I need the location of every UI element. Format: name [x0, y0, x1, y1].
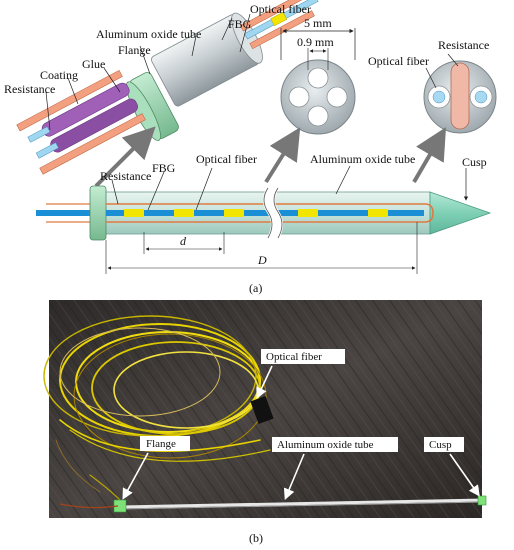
- panel-a: Optical fiber FBG Aluminum oxide tube Fl…: [4, 0, 497, 295]
- label-dim-09mm: 0.9 mm: [297, 35, 334, 49]
- caption-a: (a): [249, 281, 262, 295]
- arrow-flange: [122, 452, 149, 500]
- photo-label-box-cusp: [424, 437, 464, 452]
- label-aluminum-tube-main: Aluminum oxide tube: [310, 152, 415, 166]
- caption-b: (b): [249, 531, 263, 545]
- label-cusp-main: Cusp: [462, 155, 487, 169]
- label-resistance-main: Resistance: [100, 169, 151, 183]
- arrow-cusp: [449, 453, 480, 497]
- label-optical-fiber-main: Optical fiber: [196, 152, 257, 166]
- arrow-aluminum-tube: [283, 453, 305, 500]
- label-resistance-top: Resistance: [4, 82, 55, 96]
- label-flange-top: Flange: [118, 43, 151, 57]
- label-dim-d: d: [180, 234, 187, 248]
- photo-label-cusp: Cusp: [429, 439, 452, 451]
- cross-section-disc-left: [280, 28, 356, 135]
- cross-section-disc-right: [423, 53, 497, 134]
- assembly-3d: [16, 0, 319, 175]
- probe-main: [36, 165, 492, 274]
- label-fbg-top: FBG: [228, 17, 252, 31]
- label-coating: Coating: [40, 68, 78, 82]
- photo-label-box-flange: [140, 436, 190, 451]
- photo-label-box-optical-fiber: [261, 349, 345, 364]
- label-optical-fiber-right: Optical fiber: [368, 54, 429, 68]
- label-aluminum-tube-top: Aluminum oxide tube: [96, 27, 201, 41]
- label-glue: Glue: [82, 57, 105, 71]
- photo-label-aluminum-tube: Aluminum oxide tube: [277, 439, 374, 451]
- panel-b: Optical fiber Flange Aluminum oxide tube…: [43, 300, 487, 545]
- label-resistance-right: Resistance: [438, 38, 489, 52]
- label-optical-fiber-top: Optical fiber: [250, 2, 311, 16]
- arrow-to-disc-left: [264, 127, 301, 184]
- photo: [43, 300, 487, 518]
- photo-label-box-aluminum-tube: [272, 437, 398, 452]
- photo-label-flange: Flange: [146, 438, 176, 450]
- arrow-to-assembly: [94, 126, 156, 188]
- label-fbg-main: FBG: [152, 161, 176, 175]
- label-dim-5mm: 5 mm: [304, 16, 332, 30]
- arrow-optical-fiber: [256, 365, 273, 399]
- arrow-to-disc-right: [412, 127, 447, 184]
- photo-label-optical-fiber: Optical fiber: [266, 351, 322, 363]
- label-dim-D: D: [257, 253, 267, 267]
